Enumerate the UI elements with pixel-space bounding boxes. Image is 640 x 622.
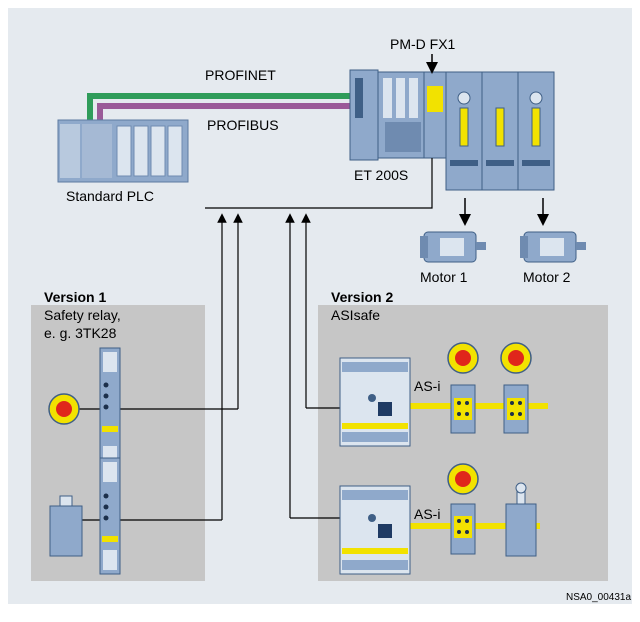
profinet-cable <box>87 93 370 128</box>
version1-title: Version 1 <box>44 289 106 305</box>
emergency-stop-button-v2-c <box>447 463 479 495</box>
motor-1 <box>420 231 486 263</box>
motor-2 <box>520 231 586 263</box>
asisafe-monitor-2 <box>339 485 411 575</box>
emergency-stop-button-v2-a <box>447 342 479 374</box>
profibus-label: PROFIBUS <box>207 117 279 133</box>
pmd-label: PM-D FX1 <box>390 36 456 52</box>
position-switch-v1 <box>49 495 83 557</box>
version2-subtitle: ASIsafe <box>331 307 380 323</box>
et200s-station <box>349 69 447 161</box>
emergency-stop-button-v1 <box>48 393 80 425</box>
asi-module-1 <box>450 384 476 434</box>
asi-label-bottom: AS-i <box>414 506 440 522</box>
version2-title: Version 2 <box>331 289 393 305</box>
asi-module-2 <box>503 384 529 434</box>
motor1-label: Motor 1 <box>420 269 468 285</box>
asi-label-top: AS-i <box>414 378 440 394</box>
et200s-label: ET 200S <box>354 167 408 183</box>
safety-relay-2 <box>99 457 121 575</box>
safety-bus-line <box>205 158 433 209</box>
emergency-stop-button-v2-b <box>500 342 532 374</box>
motor2-label: Motor 2 <box>523 269 571 285</box>
figure-id: NSA0_00431a <box>566 592 631 603</box>
version1-subtitle-1: Safety relay, <box>44 307 121 323</box>
asi-module-3 <box>450 503 476 555</box>
standard-plc <box>57 119 189 183</box>
asisafe-monitor-1 <box>339 357 411 447</box>
position-switch-v2 <box>505 482 537 557</box>
motor-starters <box>445 71 555 191</box>
plc-label: Standard PLC <box>66 188 154 204</box>
pmd-module-yellow <box>427 86 443 112</box>
version1-subtitle-2: e. g. 3TK28 <box>44 325 117 341</box>
safety-relay-1 <box>99 347 121 471</box>
profinet-label: PROFINET <box>205 67 276 83</box>
